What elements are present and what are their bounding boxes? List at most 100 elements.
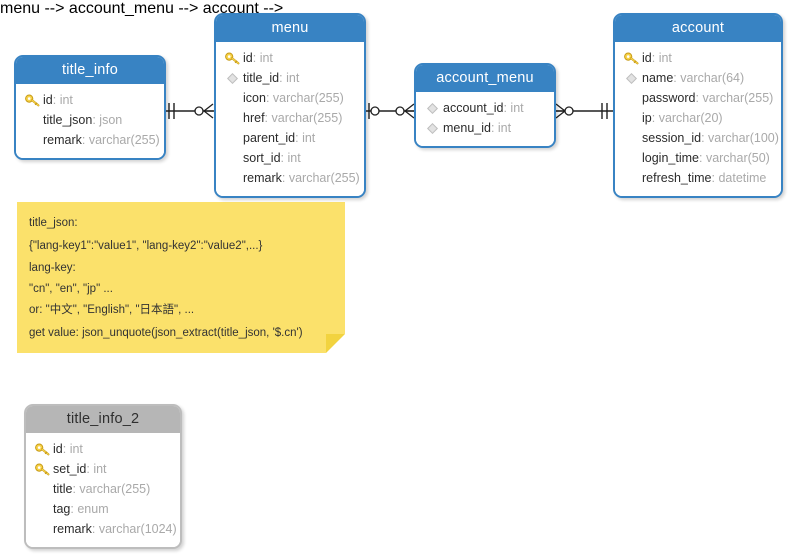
table-header-title_info: title_info [16,57,164,84]
field-type: : int [280,151,301,165]
field-type: : enum [70,502,109,516]
table-field-row[interactable]: name : varchar(64) [615,68,781,88]
table-field-row[interactable]: sort_id : int [216,148,364,168]
field-name: name [642,71,674,85]
table-field-row[interactable]: remark : varchar(1024) [26,519,180,539]
table-field-row[interactable]: id : int [216,48,364,68]
table-header-account: account [615,15,781,42]
relationship-account_menu-account[interactable] [552,98,618,124]
field-name: id [43,93,53,107]
field-type: : varchar(64) [673,71,745,85]
field-type: : int [503,101,524,115]
table-field-row[interactable]: remark : varchar(255) [216,168,364,188]
relationship-title_info-menu[interactable] [160,98,220,124]
field-type: : int [295,131,316,145]
table-field-row[interactable]: id : int [615,48,781,68]
table-field-row[interactable]: login_time : varchar(50) [615,148,781,168]
table-field-row[interactable]: title_id : int [216,68,364,88]
field-type: : varchar(255) [265,91,344,105]
field-name: title_json [43,113,93,127]
field-type: : varchar(100) [701,131,779,145]
field-name: remark [43,133,82,147]
field-name: title_id [243,71,280,85]
table-field-row[interactable]: id : int [16,90,164,110]
sticky-note-title_json[interactable]: title_json: {"lang-key1":"value1", "lang… [17,202,345,353]
table-field-row[interactable]: title_json : json [16,110,164,130]
field-type: : int [651,51,672,65]
field-name: login_time [642,151,699,165]
table-field-row[interactable]: tag : enum [26,499,180,519]
entity-table-account_menu[interactable]: account_menu account_id : int menu_id [414,63,556,148]
field-name: account_id [443,101,504,115]
field-type: : varchar(255) [81,133,160,147]
note-line: lang-key: [29,262,76,274]
field-marker-none [223,150,241,166]
field-marker-none [223,130,241,146]
field-name: sort_id [243,151,281,165]
table-fields-title_info: id : int title_json : json remark : varc… [16,84,164,158]
field-type: : varchar(255) [72,482,151,496]
table-field-row[interactable]: account_id : int [416,98,554,118]
entity-table-title_info[interactable]: title_info id : int title_json [14,55,166,160]
relationship-menu-account_menu[interactable] [362,98,420,124]
table-fields-account_menu: account_id : int menu_id : int [416,92,554,146]
table-field-row[interactable]: id : int [26,439,180,459]
field-name: menu_id [443,121,491,135]
primary-key-icon [622,50,640,66]
field-marker-none [33,521,51,537]
field-name: remark [53,522,92,536]
table-field-row[interactable]: refresh_time : datetime [615,168,781,188]
field-marker-none [223,90,241,106]
field-type: : varchar(255) [695,91,774,105]
field-marker-none [223,170,241,186]
note-line: or: "中文", "English", "日本語", ... [29,304,195,316]
table-header-title_info_2: title_info_2 [26,406,180,433]
table-field-row[interactable]: set_id : int [26,459,180,479]
entity-table-account[interactable]: account id : int [613,13,783,198]
foreign-key-diamond-icon [223,70,241,86]
field-type: : varchar(255) [264,111,343,125]
table-header-account_menu: account_menu [416,65,554,92]
note-line: get value: json_unquote(json_extract(tit… [29,327,303,339]
table-field-row[interactable]: ip : varchar(20) [615,108,781,128]
field-type: : datetime [711,171,767,185]
field-marker-none [622,170,640,186]
table-field-row[interactable]: session_id : varchar(100) [615,128,781,148]
field-name: remark [243,171,282,185]
primary-key-icon [23,92,41,108]
field-marker-none [223,110,241,126]
entity-table-menu[interactable]: menu id : int [214,13,366,198]
table-field-row[interactable]: title : varchar(255) [26,479,180,499]
table-header-menu: menu [216,15,364,42]
table-field-row[interactable]: menu_id : int [416,118,554,138]
field-name: tag [53,502,71,516]
field-type: : int [62,442,83,456]
field-name: ip [642,111,652,125]
table-field-row[interactable]: icon : varchar(255) [216,88,364,108]
field-name: password [642,91,696,105]
field-type: : json [92,113,123,127]
table-fields-menu: id : int title_id : int icon : varchar(2… [216,42,364,196]
field-type: : int [86,462,107,476]
field-name: href [243,111,265,125]
table-field-row[interactable]: parent_id : int [216,128,364,148]
field-type: : int [52,93,73,107]
note-line: {"lang-key1":"value1", "lang-key2":"valu… [29,240,263,252]
field-type: : varchar(255) [281,171,360,185]
entity-table-title_info_2[interactable]: title_info_2 id : int [24,404,182,549]
field-marker-none [33,481,51,497]
field-marker-none [622,90,640,106]
table-fields-title_info_2: id : int set_id : int ti [26,433,180,547]
field-marker-none [622,130,640,146]
field-name: id [243,51,253,65]
note-fold-corner-icon [326,334,345,353]
table-field-row[interactable]: remark : varchar(255) [16,130,164,150]
field-name: parent_id [243,131,296,145]
field-name: id [53,442,63,456]
table-field-row[interactable]: password : varchar(255) [615,88,781,108]
field-type: : int [252,51,273,65]
field-type: : int [279,71,300,85]
table-field-row[interactable]: href : varchar(255) [216,108,364,128]
foreign-key-diamond-icon [622,70,640,86]
note-line: title_json: [29,217,78,229]
